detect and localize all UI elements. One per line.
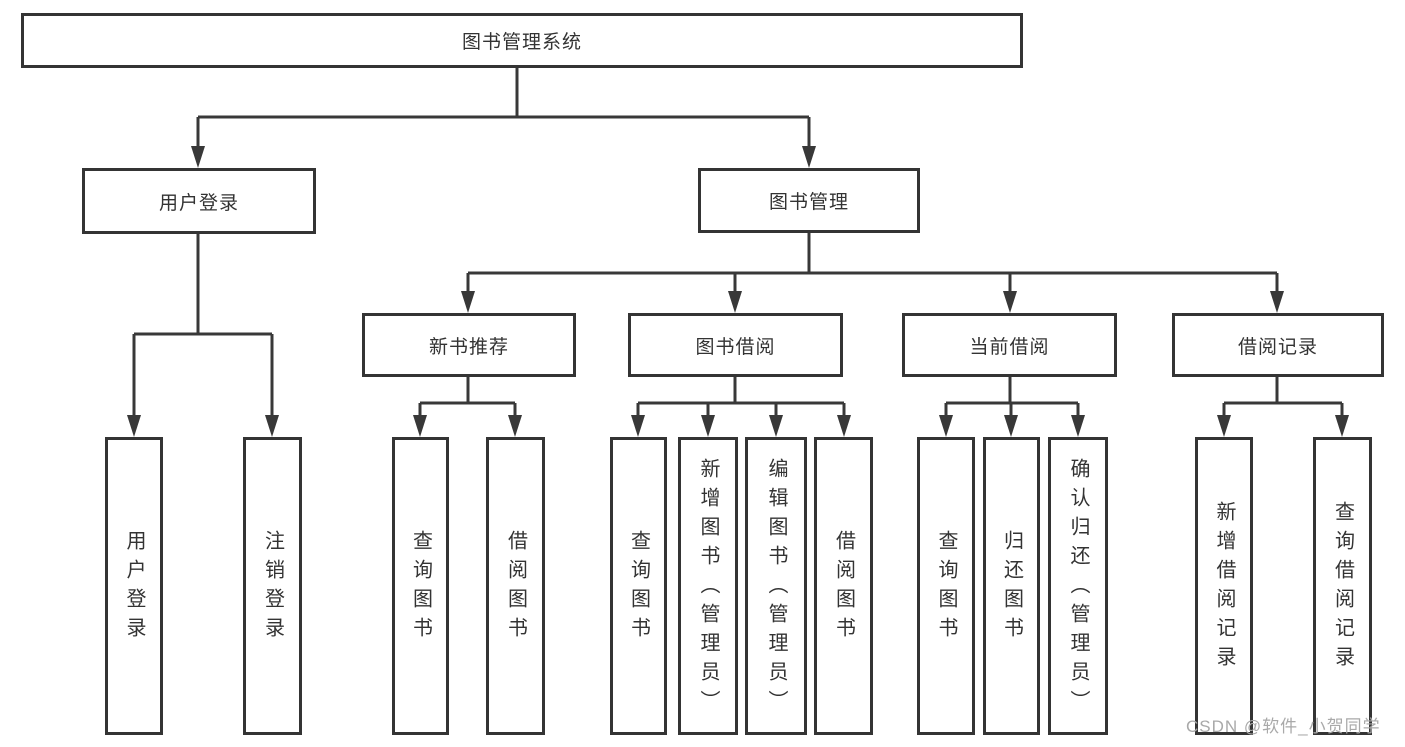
node-borrow-records: 借阅记录 <box>1172 313 1384 377</box>
node-book-management: 图书管理 <box>698 168 920 233</box>
leaf-label: 借阅图书 <box>504 530 527 646</box>
leaf-logout: 注销登录 <box>243 437 302 735</box>
leaf-add-books-admin: 新增图书（管理员） <box>678 437 738 735</box>
leaf-label: 归还图书 <box>1000 530 1023 646</box>
connector-arrowheads <box>127 146 1349 437</box>
csdn-watermark: CSDN @软件_小贺同学 <box>1186 717 1381 736</box>
connector-paths <box>132 68 1344 419</box>
leaf-label: 查询图书 <box>935 530 957 646</box>
leaf-label: 借阅图书 <box>832 530 855 646</box>
leaf-borrow-books-1: 借阅图书 <box>486 437 545 735</box>
node-book-borrow: 图书借阅 <box>628 313 843 377</box>
leaf-label: 注销登录 <box>261 530 284 646</box>
leaf-label: 新增借阅记录 <box>1213 501 1235 675</box>
leaf-query-books-3: 查询图书 <box>917 437 975 735</box>
node-new-book-recommend: 新书推荐 <box>362 313 576 377</box>
leaf-label: 用户登录 <box>123 530 145 646</box>
leaf-label: 查询图书 <box>627 530 650 646</box>
leaf-query-books-2: 查询图书 <box>610 437 667 735</box>
leaf-label: 编辑图书（管理员） <box>765 457 787 719</box>
leaf-return-books: 归还图书 <box>983 437 1040 735</box>
leaf-user-login: 用户登录 <box>105 437 163 735</box>
leaf-add-borrow-record: 新增借阅记录 <box>1195 437 1253 735</box>
node-label: 借阅记录 <box>1237 336 1318 358</box>
node-label: 图书管理系统 <box>461 32 582 53</box>
leaf-query-books-1: 查询图书 <box>392 437 449 735</box>
leaf-edit-books-admin: 编辑图书（管理员） <box>745 437 807 735</box>
node-label: 当前借阅 <box>969 336 1050 358</box>
node-current-borrow: 当前借阅 <box>902 313 1117 377</box>
node-label: 用户登录 <box>158 192 239 214</box>
node-label: 图书借阅 <box>695 336 776 358</box>
node-root-library-system: 图书管理系统 <box>21 13 1023 68</box>
leaf-borrow-books-2: 借阅图书 <box>814 437 873 735</box>
leaf-label: 确认归还（管理员） <box>1067 457 1089 719</box>
leaf-label: 新增图书（管理员） <box>697 457 719 719</box>
leaf-label: 查询图书 <box>409 530 432 646</box>
node-label: 新书推荐 <box>428 336 509 358</box>
node-label: 图书管理 <box>768 192 849 213</box>
node-user-login: 用户登录 <box>82 168 316 234</box>
leaf-query-borrow-record: 查询借阅记录 <box>1313 437 1372 735</box>
leaf-label: 查询借阅记录 <box>1331 501 1354 675</box>
leaf-confirm-return-admin: 确认归还（管理员） <box>1048 437 1108 735</box>
